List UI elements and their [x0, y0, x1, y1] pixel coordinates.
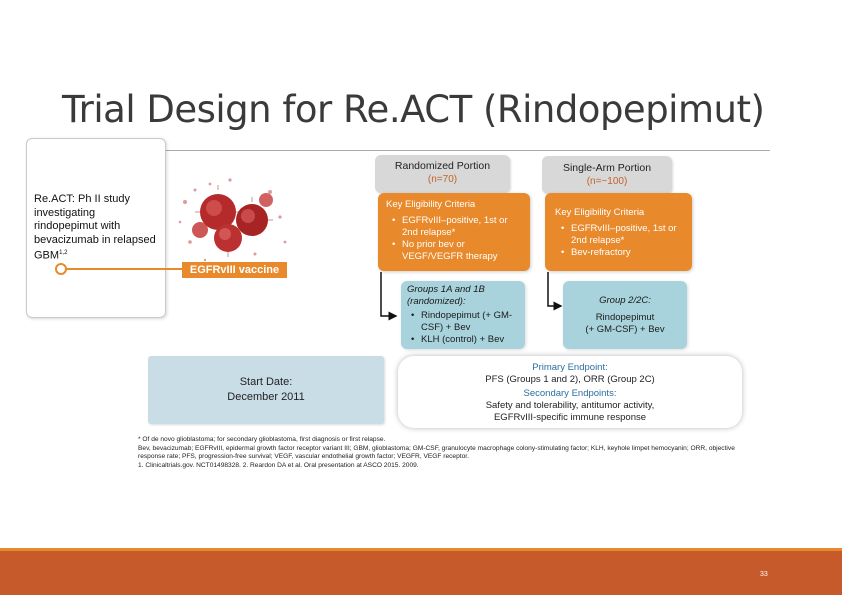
single-arm-group-line2: (+ GM-CSF) + Bev [585, 324, 665, 335]
randomized-criterion: No prior bev or VEGF/VEGFR therapy [392, 239, 522, 263]
study-description: Re.ACT: Ph II study investigating rindop… [34, 193, 159, 263]
single-arm-criteria-title: Key Eligibility Criteria [555, 207, 645, 218]
study-text: Re.ACT: Ph II study investigating rindop… [34, 193, 156, 262]
page-number: 33 [760, 571, 768, 578]
connector-dot [55, 263, 67, 275]
footnote: Bev, bevacizumab; EGFRvIII, epidermal gr… [138, 444, 735, 461]
start-date-label: Start Date: [239, 376, 293, 388]
group-arm: Rindopepimut (+ GM-CSF) + Bev [411, 310, 519, 334]
single-arm-title: Single-Arm Portion [562, 162, 652, 174]
randomized-groups-box: Groups 1A and 1B (randomized): Rindopepi… [401, 281, 525, 349]
single-arm-criterion: EGFRvIII–positive, 1st or 2nd relapse* [561, 223, 684, 247]
randomized-groups-title: Groups 1A and 1B (randomized): [407, 284, 485, 307]
single-arm-criteria-box: Key Eligibility Criteria EGFRvIII–positi… [545, 193, 692, 271]
secondary-endpoint-line1: Safety and tolerability, antitumor activ… [485, 400, 655, 411]
randomized-criterion: EGFRvIII–positive, 1st or 2nd relapse* [392, 215, 522, 239]
study-ref: 1,2 [59, 250, 68, 256]
vaccine-label: EGFRvIII vaccine [182, 262, 287, 278]
study-card [26, 138, 166, 318]
group-arm: KLH (control) + Bev [411, 334, 519, 346]
single-arm-header: Single-Arm Portion (n=~100) [542, 156, 672, 194]
footer-accent-line [0, 548, 842, 551]
secondary-endpoint-title: Secondary Endpoints: [523, 388, 617, 399]
footnote: * Of de novo glioblastoma; for secondary… [138, 436, 386, 443]
single-arm-n: (n=~100) [586, 176, 628, 187]
single-arm-criterion: Bev-refractory [561, 247, 684, 259]
single-arm-group-box: Group 2/2C: Rindopepimut (+ GM-CSF) + Be… [563, 281, 687, 349]
endpoints-box: Primary Endpoint: PFS (Groups 1 and 2), … [398, 356, 742, 428]
randomized-n: (n=70) [427, 174, 458, 185]
slide-title: Trial Design for Re.ACT (Rindopepimut) [62, 88, 765, 131]
randomized-criteria-box: Key Eligibility Criteria EGFRvIII–positi… [378, 193, 530, 271]
footer-bar [0, 548, 842, 595]
start-date-box: Start Date: December 2011 [148, 356, 384, 424]
flow-arrows [380, 272, 563, 321]
secondary-endpoint-line2: EGFRvIII-specific immune response [493, 412, 647, 423]
vaccine-cells-image [178, 178, 287, 266]
single-arm-group-title: Group 2/2C: [599, 295, 651, 306]
randomized-header: Randomized Portion (n=70) [375, 155, 510, 193]
single-arm-arrow [547, 272, 563, 311]
footnotes: * Of de novo glioblastoma; for secondary… [138, 436, 738, 470]
primary-endpoint: PFS (Groups 1 and 2), ORR (Group 2C) [485, 374, 655, 385]
single-arm-group-line1: Rindopepimut [595, 312, 655, 323]
footnote: 1. Clinicaltrials.gov. NCT01498328. 2. R… [138, 461, 419, 469]
randomized-arrow [380, 272, 398, 321]
title-divider [150, 150, 770, 151]
randomized-criteria-title: Key Eligibility Criteria [386, 199, 476, 210]
randomized-title: Randomized Portion [394, 160, 491, 172]
connector-line [60, 268, 182, 270]
start-date-value: December 2011 [227, 391, 305, 403]
primary-endpoint-title: Primary Endpoint: [532, 362, 608, 373]
